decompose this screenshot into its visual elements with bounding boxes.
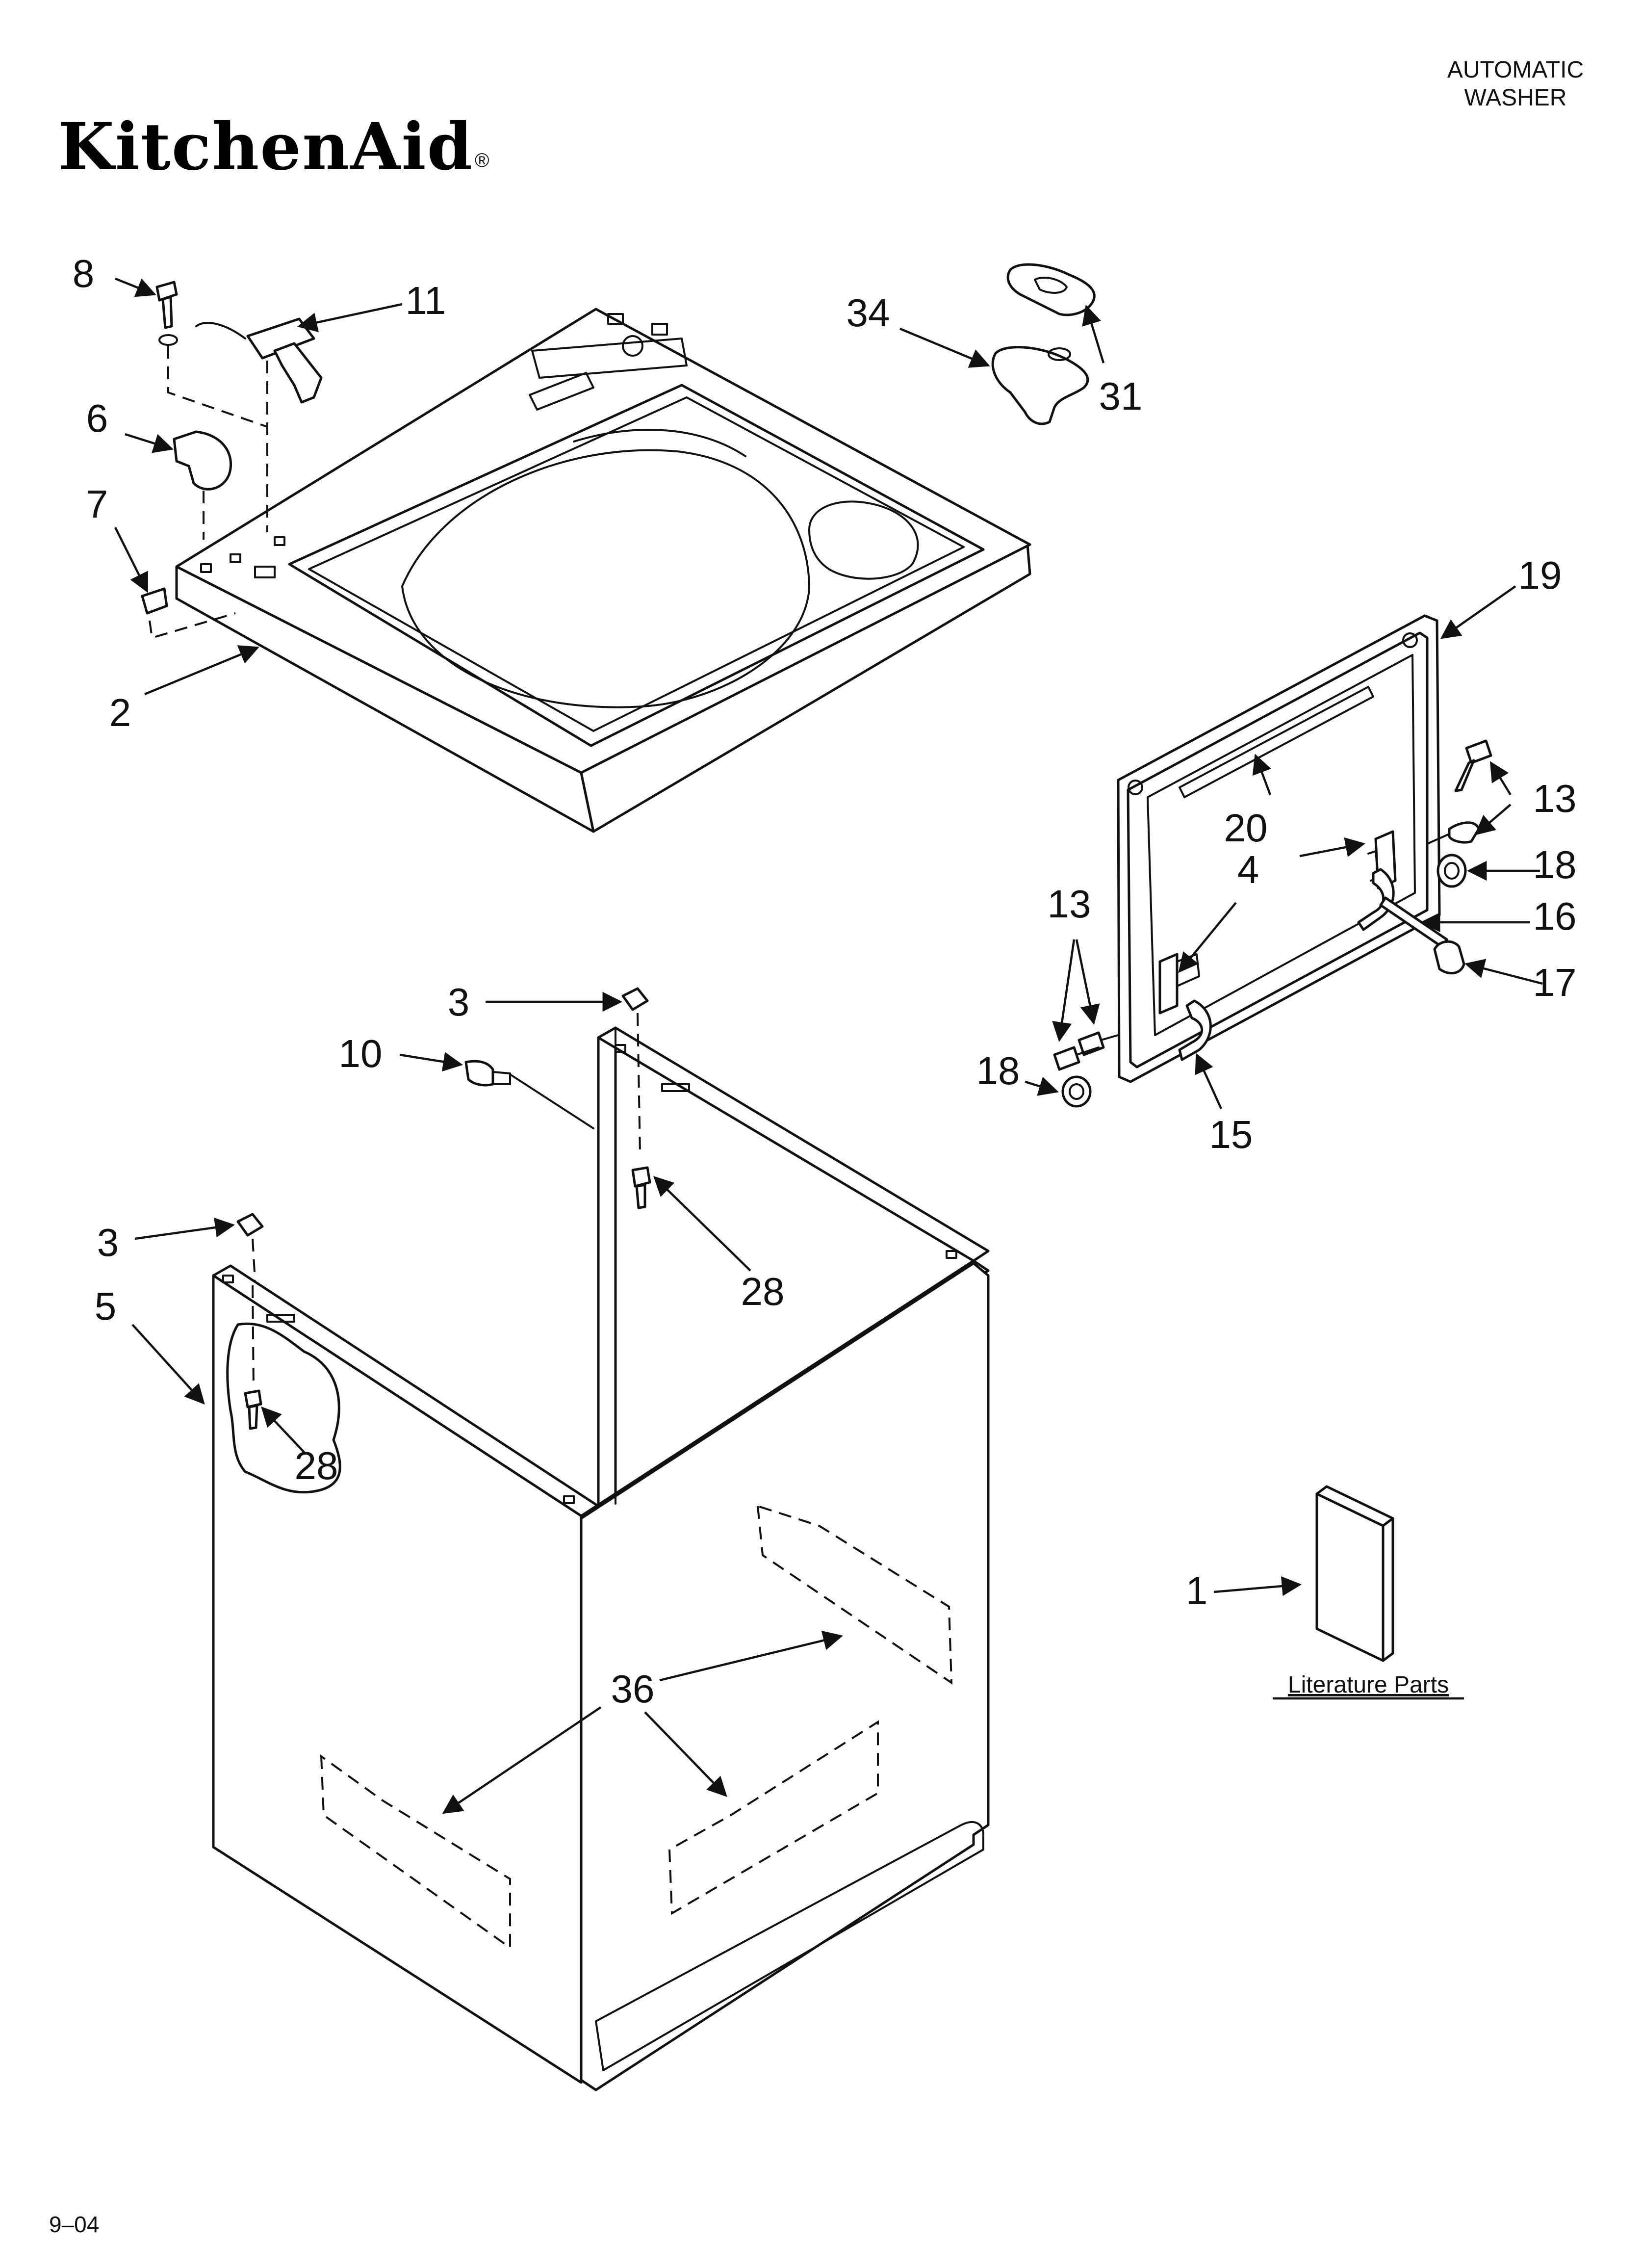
literature-book [1315,1485,1394,1662]
brand-logo: KitchenAid [58,109,473,185]
product-line-1: AUTOMATIC [1447,57,1584,83]
screw-13-d [1053,1046,1100,1071]
callout-4: 4 [1237,848,1259,891]
callout-28-front: 28 [295,1444,338,1487]
hinge-rod-end [1379,896,1448,948]
screw-28-rear [631,1166,651,1209]
screw-28-front [244,1285,262,1430]
callout-17: 17 [1533,961,1577,1004]
callout-20: 20 [1224,806,1268,850]
callout-36: 36 [611,1667,655,1711]
callout-1: 1 [1186,1569,1208,1613]
callout-8: 8 [73,252,95,295]
callout-16: 16 [1533,894,1577,938]
hinge-rod [1178,999,1212,1061]
bushing-18-right [1437,854,1467,888]
nut-7 [141,587,236,639]
cap-17 [1433,940,1465,975]
callout-5: 5 [95,1284,117,1328]
callout-15: 15 [1209,1113,1253,1156]
dispenser-cap [991,263,1096,425]
callout-18-right: 18 [1533,843,1577,886]
callout-11: 11 [405,279,446,322]
screw-10 [464,1060,594,1129]
callout-6: 6 [86,396,108,440]
callout-31: 31 [1099,374,1143,418]
callout-34: 34 [847,291,890,335]
literature-parts-label: Literature Parts [1288,1672,1449,1698]
clip-3-top [621,987,649,1153]
callout-13-right: 13 [1533,777,1577,820]
callout-10: 10 [339,1032,383,1075]
registered-mark: ® [475,150,489,171]
top-panel [175,308,1031,833]
callout-18-left: 18 [976,1049,1020,1093]
cabinet [212,1026,990,2091]
leader-lines [114,277,1543,1814]
date-code: 9–04 [49,2212,99,2237]
product-line-2: WASHER [1464,85,1567,111]
callout-13-left: 13 [1048,882,1091,926]
screw-8 [155,281,268,428]
screw-13-a [1454,739,1492,792]
callout-2: 2 [109,691,131,734]
bushing-18-left [1061,1075,1092,1108]
clip-3-left [236,1213,264,1281]
callout-19: 19 [1518,553,1562,597]
callout-7: 7 [86,482,108,526]
callout-3-top: 3 [448,980,470,1024]
screw-13-c [1078,1031,1119,1056]
callout-28-rear: 28 [741,1270,785,1313]
callout-3-left: 3 [97,1221,119,1264]
callout-numbers: 8 11 6 7 2 34 31 19 20 4 13 18 16 17 13 … [73,252,1577,1711]
clip-6 [173,430,232,540]
